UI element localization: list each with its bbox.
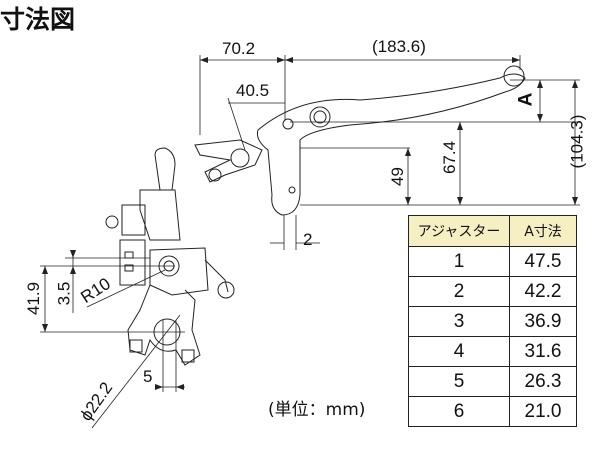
adjuster-cell: 5 [408,366,510,397]
a-dimension-cell: 26.3 [509,366,577,397]
dim-40-5: 40.5 [236,81,270,100]
a-dimension-cell: 42.2 [509,276,577,307]
adjuster-cell: 3 [408,306,510,337]
adjuster-cell: 4 [408,336,510,367]
a-dimension-cell: 21.0 [509,396,577,427]
dimension-lines [40,55,580,429]
dim-67-4: 67.4 [440,140,460,175]
adjuster-cell: 1 [408,246,510,277]
dim-2: 2 [303,230,313,249]
dim-104-3: (104.3) [567,114,587,169]
adjuster-cell: 2 [408,276,510,307]
dim-a-label: A [515,92,537,107]
perch-outline [105,147,235,366]
arrowheads [42,57,578,390]
dim-5: 5 [143,367,153,386]
table-header-row: アジャスター A寸法 [408,215,577,247]
adjuster-cell: 6 [408,396,510,427]
a-dimension-cell: 47.5 [509,246,577,277]
page-title: 寸法図 [0,5,76,34]
a-dimension-cell: 36.9 [509,306,577,337]
dim-49: 49 [387,167,407,186]
lever-outline [194,65,526,216]
dim-41-9: 41.9 [24,281,44,316]
dim-183-6: (183.6) [372,37,426,56]
header-a-dimension: A寸法 [509,215,577,247]
unit-note: (単位：mm) [268,400,366,420]
a-dimension-cell: 31.6 [509,336,577,367]
dim-70-2: 70.2 [222,39,256,58]
header-adjuster: アジャスター [408,215,510,247]
dim-3-5: 3.5 [54,281,74,306]
